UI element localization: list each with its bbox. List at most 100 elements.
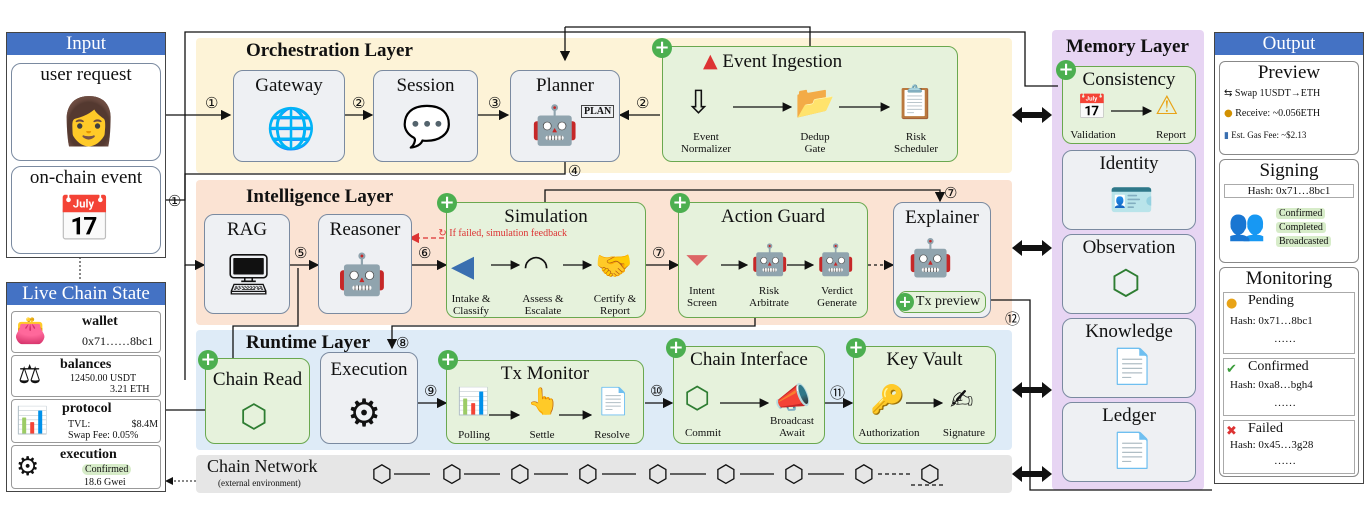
- step-3: ③: [488, 96, 502, 112]
- simulation-title: Simulation: [504, 206, 588, 227]
- warning-icon: ▲: [703, 50, 718, 72]
- normalizer-icon: ⇩: [685, 83, 712, 121]
- swap-fee-label: Swap Fee:: [68, 430, 110, 441]
- cube-network-icon: ⬡: [240, 397, 268, 435]
- step-10: ⑩: [650, 384, 664, 400]
- step-8: ⑧: [396, 336, 410, 352]
- dedup-gate-label: Dedup Gate: [800, 131, 830, 155]
- signing-hash: Hash: 0x71…8bc1: [1224, 184, 1354, 198]
- globe-door-icon: 🌐: [266, 106, 316, 152]
- confirmed-item[interactable]: ✔ Confirmed Hash: 0xa8…bgh4 ……: [1223, 358, 1355, 416]
- live-chain-state-header: Live Chain State: [7, 283, 165, 305]
- step-1a: ①: [205, 96, 219, 112]
- handshake-icon: 🤝: [595, 249, 633, 284]
- wallet-title: wallet: [82, 314, 118, 329]
- robot-idea-icon: 🤖: [337, 252, 387, 298]
- gas-pump-icon: ▮: [1224, 131, 1229, 141]
- validation-icon: 📅: [1077, 93, 1107, 121]
- step-9: ⑨: [424, 384, 438, 400]
- rag-node[interactable]: RAG 🖥: [204, 214, 290, 314]
- user-request-card[interactable]: user request 👩: [11, 63, 161, 161]
- pending-item[interactable]: ● Pending Hash: 0x71…8bc1 ……: [1223, 292, 1355, 354]
- identity-node[interactable]: Identity 🪪: [1062, 150, 1196, 230]
- simulation-node[interactable]: Simulation ↻ If failed, simulation feedb…: [438, 202, 646, 318]
- report-warning-icon: ⚠: [1155, 91, 1179, 121]
- gauge-icon: ◠: [523, 249, 550, 284]
- tvl-label: TVL:: [68, 419, 91, 430]
- gears-check-icon: ⚙: [347, 391, 382, 435]
- ledger-node[interactable]: Ledger 📄: [1062, 402, 1196, 482]
- chain-read-label: Chain Read: [212, 369, 303, 390]
- monitoring-title: Monitoring: [1245, 268, 1333, 289]
- session-node[interactable]: Session 💬: [373, 70, 478, 162]
- monitoring-card[interactable]: Monitoring ● Pending Hash: 0x71…8bc1 …… …: [1219, 267, 1359, 477]
- onchain-event-label: on-chain event: [29, 167, 143, 188]
- tvl-value: $8.4M: [131, 419, 158, 430]
- balance-eth: 3.21 ETH: [110, 384, 150, 395]
- scale-icon: ⚖: [18, 360, 42, 390]
- observation-node[interactable]: Observation ⬡: [1062, 234, 1196, 314]
- chain-interface-title: Chain Interface: [690, 349, 808, 370]
- confirmed-label: Confirmed: [1248, 359, 1309, 374]
- failed-label: Failed: [1248, 421, 1283, 436]
- database-monitor-icon: 🖥: [223, 252, 274, 298]
- pending-icon: ●: [1226, 296, 1238, 311]
- failed-item[interactable]: ✖ Failed Hash: 0x45…3g28 ……: [1223, 420, 1355, 474]
- failed-more: ……: [1274, 455, 1296, 467]
- broadcast-await-label: Broadcast Await: [770, 415, 814, 439]
- gateway-node[interactable]: Gateway 🌐: [233, 70, 345, 162]
- chain-read-node[interactable]: Chain Read ⬡: [205, 358, 310, 444]
- block-icon: ⬡: [783, 460, 805, 488]
- add-icon: +: [846, 338, 866, 358]
- onchain-event-card[interactable]: on-chain event 📅: [11, 166, 161, 254]
- output-panel: Output Preview ⇆ Swap 1USDT→ETH ● Receiv…: [1214, 32, 1364, 484]
- gateway-label: Gateway: [255, 75, 323, 96]
- key-vault-node[interactable]: Key Vault 🔑 Authorization ✍ Signature: [853, 346, 996, 444]
- preview-swap: Swap 1USDT→ETH: [1234, 88, 1321, 99]
- execution-node[interactable]: Execution ⚙: [320, 352, 418, 444]
- filter-warning-icon: ⏷: [685, 243, 709, 278]
- tx-preview-label: Tx preview: [915, 294, 981, 309]
- action-guard-node[interactable]: Action Guard ⏷ Intent Screen 🤖 Risk Arbi…: [678, 202, 868, 318]
- input-panel: Input user request 👩 on-chain event 📅: [6, 32, 166, 258]
- users-icon: 👥: [1228, 208, 1266, 243]
- signing-title: Signing: [1259, 160, 1319, 181]
- execution-title: execution: [60, 447, 117, 462]
- balance-usdt: 12450.00 USDT: [70, 373, 137, 384]
- confirmed-check-icon: ✔: [1226, 362, 1237, 377]
- step-2a: ②: [352, 96, 366, 112]
- tx-preview-chip[interactable]: Tx preview: [898, 291, 986, 313]
- preview-receive: Receive: ~0.056ETH: [1235, 108, 1321, 119]
- add-icon: +: [438, 350, 458, 370]
- ledger-label: Ledger: [1102, 405, 1156, 426]
- add-icon: +: [666, 338, 686, 358]
- live-chain-state-panel: Live Chain State 👛 wallet 0x71……8bc1 ⚖ b…: [6, 282, 166, 492]
- chat-clock-icon: 💬: [402, 104, 452, 150]
- calendar-check-icon: 📅: [57, 194, 112, 245]
- explainer-node[interactable]: Explainer 🤖 Tx preview +: [893, 202, 991, 318]
- explainer-label: Explainer: [905, 207, 979, 228]
- tx-monitor-node[interactable]: Tx Monitor 📊 Polling 👆 Settle 📄 Resolve: [446, 360, 644, 444]
- action-guard-title: Action Guard: [721, 206, 825, 227]
- step-12: ⑫: [1005, 312, 1021, 328]
- id-card-icon: 🪪: [1109, 180, 1154, 221]
- event-normalizer-label: Event Normalizer: [680, 131, 732, 155]
- knowledge-node[interactable]: Knowledge 📄: [1062, 318, 1196, 398]
- swap-icon: ⇆: [1224, 88, 1233, 99]
- knowledge-label: Knowledge: [1085, 321, 1173, 342]
- signing-status-1: Confirmed: [1276, 208, 1326, 219]
- feedback-icon: ↻: [438, 228, 447, 239]
- balances-row: ⚖ balances 12450.00 USDT 3.21 ETH: [11, 355, 161, 397]
- step-6: ⑥: [418, 246, 432, 262]
- preview-card[interactable]: Preview ⇆ Swap 1USDT→ETH ● Receive: ~0.0…: [1219, 61, 1359, 155]
- step-7a: ⑦: [652, 246, 666, 262]
- robot-gavel-icon: 🤖: [751, 243, 789, 278]
- reasoner-node[interactable]: Reasoner 🤖: [318, 214, 412, 314]
- consistency-node[interactable]: Consistency 📅 Validation ⚠ Report: [1062, 66, 1196, 144]
- planner-node[interactable]: Planner 🤖 PLAN: [510, 70, 620, 162]
- signing-card[interactable]: Signing Hash: 0x71…8bc1 👥 Confirmed Comp…: [1219, 159, 1359, 263]
- intelligence-layer-title: Intelligence Layer: [246, 186, 394, 207]
- step-1b: ①: [168, 194, 182, 210]
- event-ingestion-node[interactable]: ▲ Event Ingestion ⇩ Event Normalizer 📂 D…: [662, 46, 958, 162]
- chain-interface-node[interactable]: Chain Interface ⬡ Commit 📣 Broadcast Awa…: [673, 346, 825, 444]
